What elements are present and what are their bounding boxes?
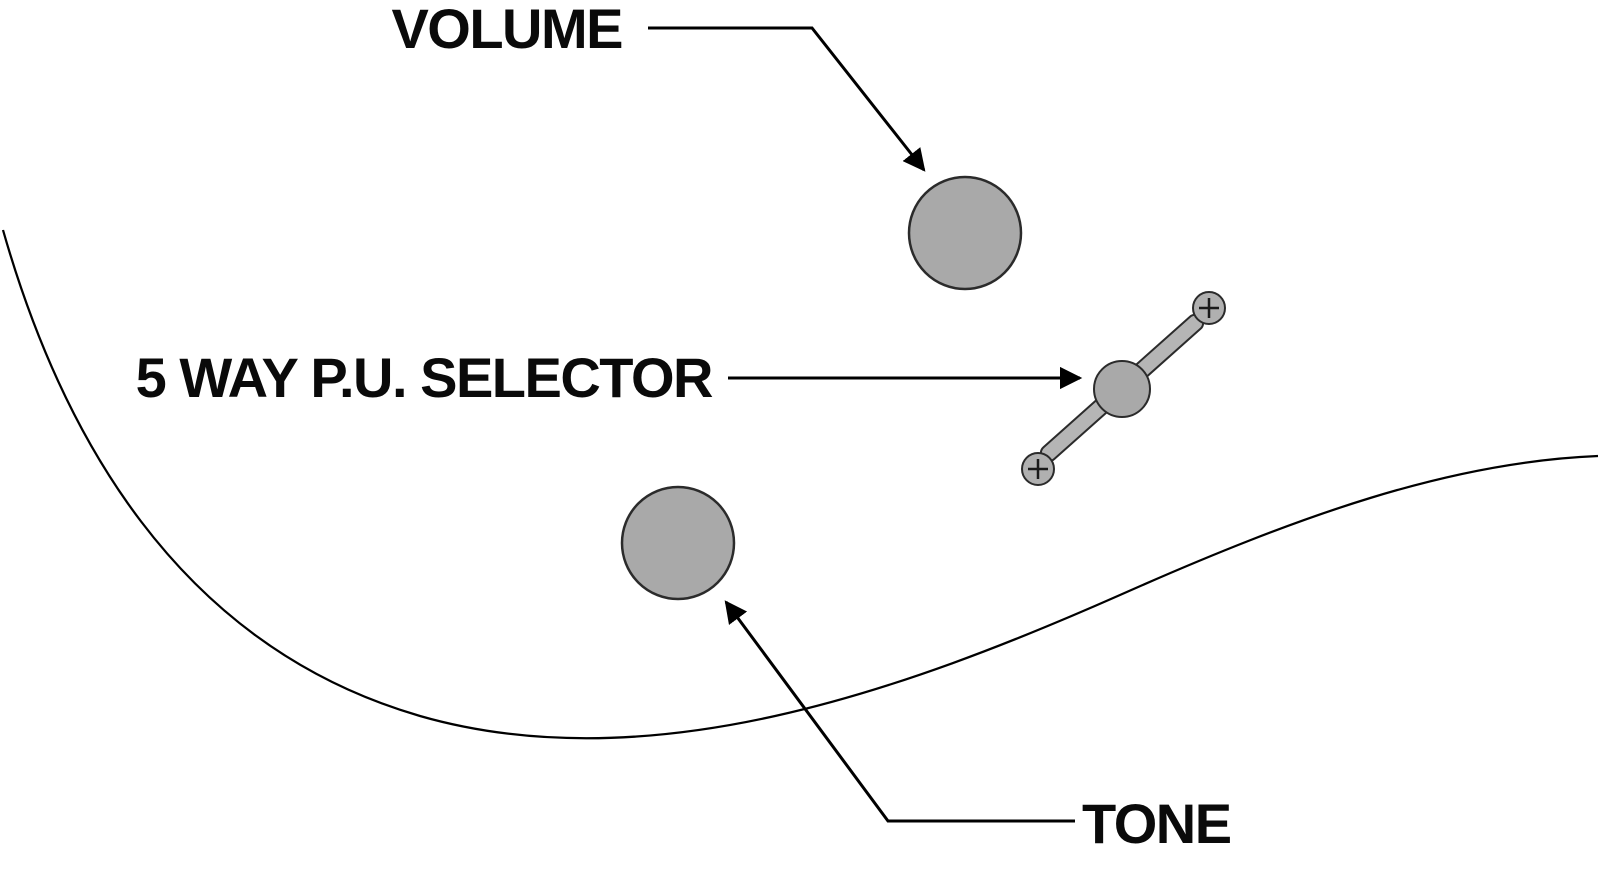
guitar-body-outline (1, 229, 1599, 740)
tone-knob (620, 485, 736, 601)
tone-label: TONE (1082, 792, 1231, 855)
tone-leader-arrow (724, 600, 1075, 823)
volume-knob (907, 175, 1023, 291)
selector-screw-bottom (1021, 452, 1055, 486)
screw-cross-icon (1199, 298, 1219, 318)
selector-label: 5 WAY P.U. SELECTOR (136, 346, 713, 409)
pickup-selector-switch (1021, 291, 1226, 486)
screw-cross-icon (1028, 459, 1048, 479)
volume-leader-arrow (648, 26, 926, 172)
selector-knob (1093, 360, 1151, 418)
volume-label: VOLUME (391, 0, 622, 60)
selector-screw-top (1192, 291, 1226, 325)
